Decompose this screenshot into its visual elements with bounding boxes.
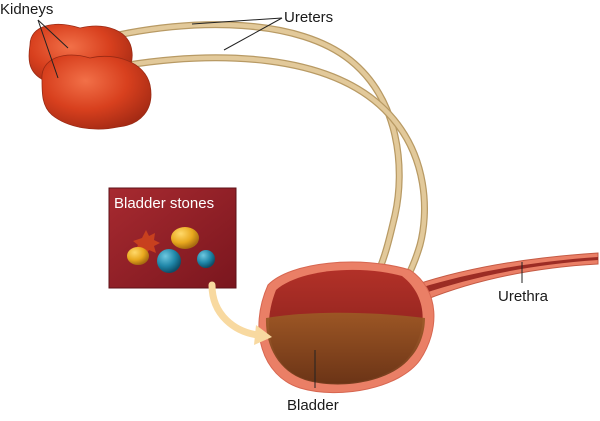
leader-lines	[37, 17, 523, 388]
bladder-stones-title: Bladder stones	[114, 195, 214, 212]
bladder-label: Bladder	[287, 397, 339, 414]
bladder-stones-inset: Bladder stones	[108, 187, 237, 289]
stone-gold-cluster	[171, 227, 199, 249]
ureters-tubes	[91, 21, 428, 286]
kidney-front	[41, 54, 152, 130]
kidneys-organs	[28, 24, 152, 130]
stone-gold-left	[127, 247, 149, 265]
ureters-label: Ureters	[284, 9, 333, 26]
urethra-tube	[414, 252, 599, 301]
bladder-organ	[258, 261, 435, 394]
urethra-label: Urethra	[498, 288, 549, 305]
stone-blue-large	[157, 249, 181, 273]
stone-blue-small	[197, 250, 215, 268]
pointer-arrow	[208, 281, 272, 345]
kidneys-label: Kidneys	[0, 1, 53, 18]
